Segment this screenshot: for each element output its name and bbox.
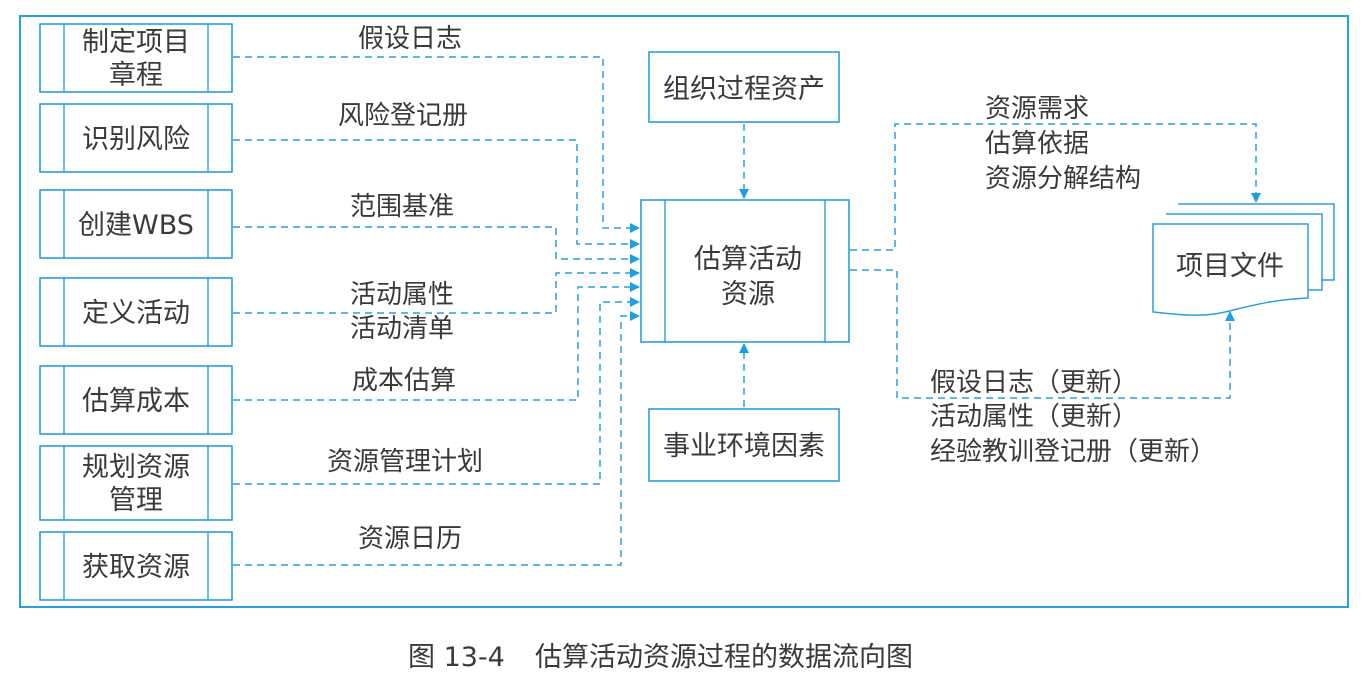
input-process-acquire: 获取资源 [39,531,233,601]
flow-line-charter [233,56,640,233]
caption-title: 估算活动资源过程的数据流向图 [535,642,913,673]
enterprise-env-factors-box: 事业环境因素 [648,408,840,482]
project-documents-box: 项目文件 [1152,203,1335,316]
input-process-label: 规划资源 [82,452,190,483]
center-process-box: 估算活动 资源 [640,199,850,343]
output-label-assumption-log-update: 假设日志（更新） [930,368,1138,398]
project-documents-label: 项目文件 [1176,251,1284,282]
flow-label: 活动清单 [350,314,454,344]
org-process-assets-label: 组织过程资产 [663,74,825,105]
output-flow-bottom [850,269,1235,399]
flow-line-wbs [233,226,640,264]
flow-line-cost [233,282,640,401]
enterprise-env-factors-label: 事业环境因素 [663,431,825,462]
output-label-basis-of-estimates: 估算依据 [985,129,1089,159]
flow-label: 资源管理计划 [327,447,483,477]
flow-label: 假设日志 [358,24,462,54]
input-process-label: 章程 [109,60,163,91]
org-process-assets-box: 组织过程资产 [648,51,840,123]
output-label-activity-attributes-update: 活动属性（更新） [930,402,1138,432]
input-process-label: 获取资源 [82,552,190,583]
output-labels-bottom: 假设日志（更新） 活动属性（更新） 经验教训登记册（更新） [930,368,1216,467]
output-label-resource-breakdown: 资源分解结构 [985,164,1141,194]
flow-line-plan [233,297,640,485]
flow-label: 范围基准 [350,192,454,222]
input-process-label: 识别风险 [82,124,190,155]
input-process-wbs: 创建WBS [39,189,233,259]
output-label-resource-requirements: 资源需求 [985,94,1089,124]
center-process-line-1: 估算活动 [694,244,802,275]
input-process-cost: 估算成本 [39,365,233,435]
output-label-lessons-learned-update: 经验教训登记册（更新） [930,437,1216,467]
input-process-label: 估算成本 [82,386,190,417]
input-process-activity: 定义活动 [39,277,233,347]
flow-line-risk [233,139,640,249]
center-process-line-2: 资源 [721,279,775,310]
input-process-label: 制定项目 [82,27,190,58]
output-labels-top: 资源需求 估算依据 资源分解结构 [985,94,1141,194]
input-process-label: 定义活动 [82,298,190,329]
figure-caption: 图 13-4 估算活动资源过程的数据流向图 [408,642,913,673]
flow-label: 成本估算 [352,366,456,396]
flow-line-activity [233,268,640,314]
flow-label: 活动属性 [350,280,454,310]
input-process-label: 管理 [109,485,163,516]
output-flow-top [850,123,1261,251]
flow-line-acquire [233,311,640,566]
outer-frame [19,15,1349,608]
caption-number: 图 13-4 [408,642,505,673]
flow-label: 资源日历 [358,524,462,554]
input-process-label: 创建WBS [78,210,194,241]
flow-label: 风险登记册 [338,101,468,131]
input-process-risk: 识别风险 [39,103,233,173]
